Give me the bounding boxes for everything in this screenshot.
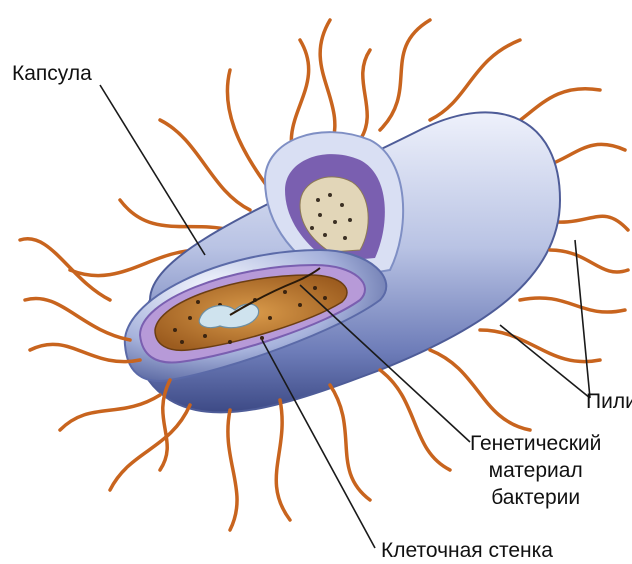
- label-genetic-line3: бактерии: [470, 484, 601, 511]
- label-capsule: Капсула: [12, 60, 92, 87]
- label-genetic-material: Генетический материал бактерии: [470, 430, 601, 511]
- label-cell-wall: Клеточная стенка: [381, 537, 553, 564]
- pili-pointer-1: [575, 240, 590, 398]
- capsule-pointer: [100, 85, 205, 255]
- label-pili: Пили: [586, 388, 632, 415]
- bacterium-body: [125, 112, 560, 412]
- label-genetic-line1: Генетический: [470, 430, 601, 457]
- label-genetic-line2: материал: [470, 457, 601, 484]
